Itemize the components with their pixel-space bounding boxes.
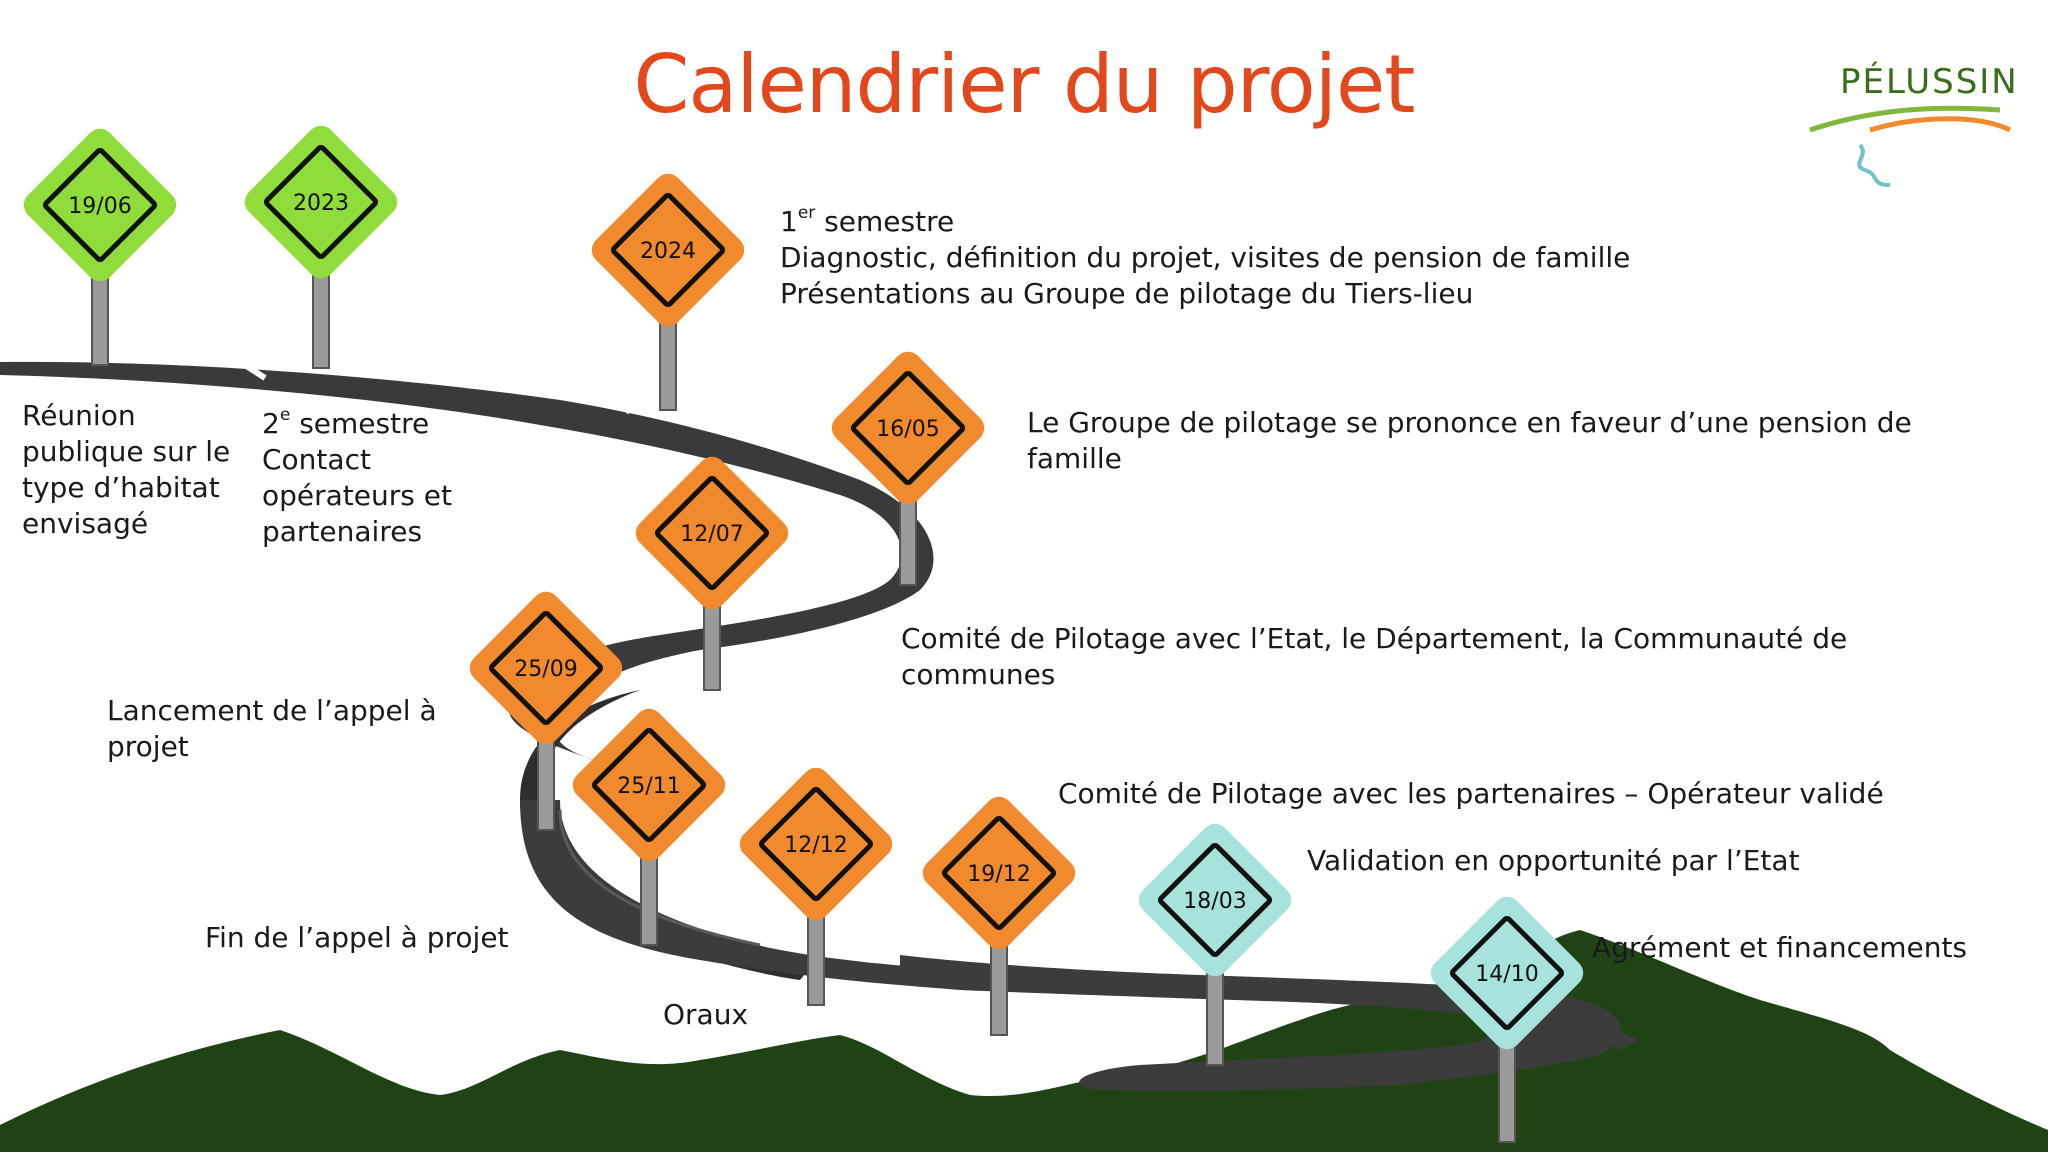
label-line: Réunion [22, 399, 136, 432]
milestone-sign-14-10: 14/10 [1430, 896, 1584, 1143]
label-line: Comité de Pilotage avec l’Etat, le Dépar… [901, 622, 1848, 655]
label-line: Diagnostic, définition du projet, visite… [780, 241, 1631, 274]
sign-post [91, 266, 109, 366]
sign-post [312, 263, 330, 369]
sign-post [899, 489, 917, 586]
page-title: Calendrier du projet [633, 38, 1415, 131]
label-line: projet [107, 730, 189, 763]
sign-date: 2023 [293, 191, 349, 216]
label-line: communes [901, 658, 1056, 691]
logo-text: PÉLUSSIN [1840, 61, 2019, 102]
sign-face [635, 456, 789, 610]
sign-border [1449, 915, 1565, 1031]
sign-post [1498, 1034, 1516, 1143]
label-line: opérateurs et [262, 479, 452, 512]
milestone-sign-12-07: 12/07 [635, 456, 789, 691]
sign-border [758, 786, 874, 902]
sign-post [659, 311, 677, 411]
label-line: Contact [262, 443, 371, 476]
sign-date: 18/03 [1183, 889, 1246, 914]
sign-border [263, 144, 379, 260]
sign-face [244, 125, 398, 279]
sign-post [640, 846, 658, 946]
label-line: Présentations au Groupe de pilotage du T… [780, 277, 1474, 310]
sign-date: 12/07 [680, 522, 743, 547]
sign-date: 16/05 [876, 417, 939, 442]
milestone-sign-12-12: 12/12 [739, 767, 893, 1006]
milestone-sign-19-06: 19/06 [23, 128, 177, 366]
sign-date: 25/09 [514, 657, 577, 682]
sign-border [654, 475, 770, 591]
milestone-sign-2024: 2024 [591, 173, 745, 411]
label-groupe-pilotage: Le Groupe de pilotage se prononce en fav… [1027, 405, 1912, 477]
sign-post [1206, 961, 1224, 1066]
label-oraux: Oraux [663, 998, 749, 1031]
sign-date: 2024 [640, 239, 696, 264]
label-line: Lancement de l’appel à [107, 694, 437, 727]
sign-date: 19/12 [967, 862, 1030, 887]
milestone-sign-25-09: 25/09 [469, 591, 623, 831]
label-line: 1er semestre [780, 203, 955, 239]
label-lancement: Lancement de l’appel à projet [107, 693, 437, 765]
label-2e-semestre: 2e semestre Contact opérateurs et parten… [262, 406, 452, 550]
milestone-sign-25-11: 25/11 [572, 708, 726, 946]
label-line: type d’habitat [22, 471, 220, 504]
sign-border [941, 815, 1057, 931]
label-line: Le Groupe de pilotage se prononce en fav… [1027, 406, 1912, 439]
sign-date: 25/11 [617, 774, 680, 799]
label-comite-etat: Comité de Pilotage avec l’Etat, le Dépar… [901, 621, 1847, 693]
label-line: 2e semestre [262, 405, 430, 441]
pelussin-logo: PÉLUSSIN [1809, 61, 2019, 187]
label-line: publique sur le [22, 435, 231, 468]
sign-border [42, 147, 158, 263]
sign-date: 19/06 [68, 194, 131, 219]
sign-border [610, 192, 726, 308]
road-lane-line [558, 809, 761, 947]
label-1er-semestre: 1er semestre Diagnostic, définition du p… [780, 204, 1630, 312]
label-line: famille [1027, 442, 1122, 475]
sign-face [469, 591, 623, 745]
sign-face [739, 767, 893, 921]
sign-post [703, 594, 721, 691]
sign-post [807, 905, 825, 1006]
milestone-sign-19-12: 19/12 [922, 796, 1076, 1036]
road-gap-2 [610, 395, 632, 415]
label-validation: Validation en opportunité par l’Etat [1307, 844, 1800, 877]
milestone-sign-18-03: 18/03 [1138, 823, 1292, 1066]
sign-face [591, 173, 745, 327]
label-reunion: Réunion publique sur le type d’habitat e… [22, 398, 230, 542]
sign-face [922, 796, 1076, 950]
label-fin-appel: Fin de l’appel à projet [205, 921, 509, 954]
sign-post [537, 729, 555, 831]
sign-face [831, 351, 985, 505]
label-comite-partenaires: Comité de Pilotage avec les partenaires … [1058, 777, 1884, 810]
milestone-sign-16-05: 16/05 [831, 351, 985, 586]
sign-face [572, 708, 726, 862]
label-line: partenaires [262, 515, 423, 548]
sign-border [591, 727, 707, 843]
milestone-sign-2023: 2023 [244, 125, 398, 369]
sign-face [23, 128, 177, 282]
road-gap-1 [243, 362, 267, 381]
label-agrement: Agrément et financements [1592, 931, 1968, 964]
sign-date: 12/12 [784, 833, 847, 858]
sign-face [1430, 896, 1584, 1050]
road-end [900, 955, 1621, 1091]
label-line: envisagé [22, 507, 149, 540]
sign-date: 14/10 [1475, 962, 1538, 987]
sign-face [1138, 823, 1292, 977]
sign-border [850, 370, 966, 486]
sign-border [488, 610, 604, 726]
sign-border [1157, 842, 1273, 958]
sign-post [990, 934, 1008, 1036]
